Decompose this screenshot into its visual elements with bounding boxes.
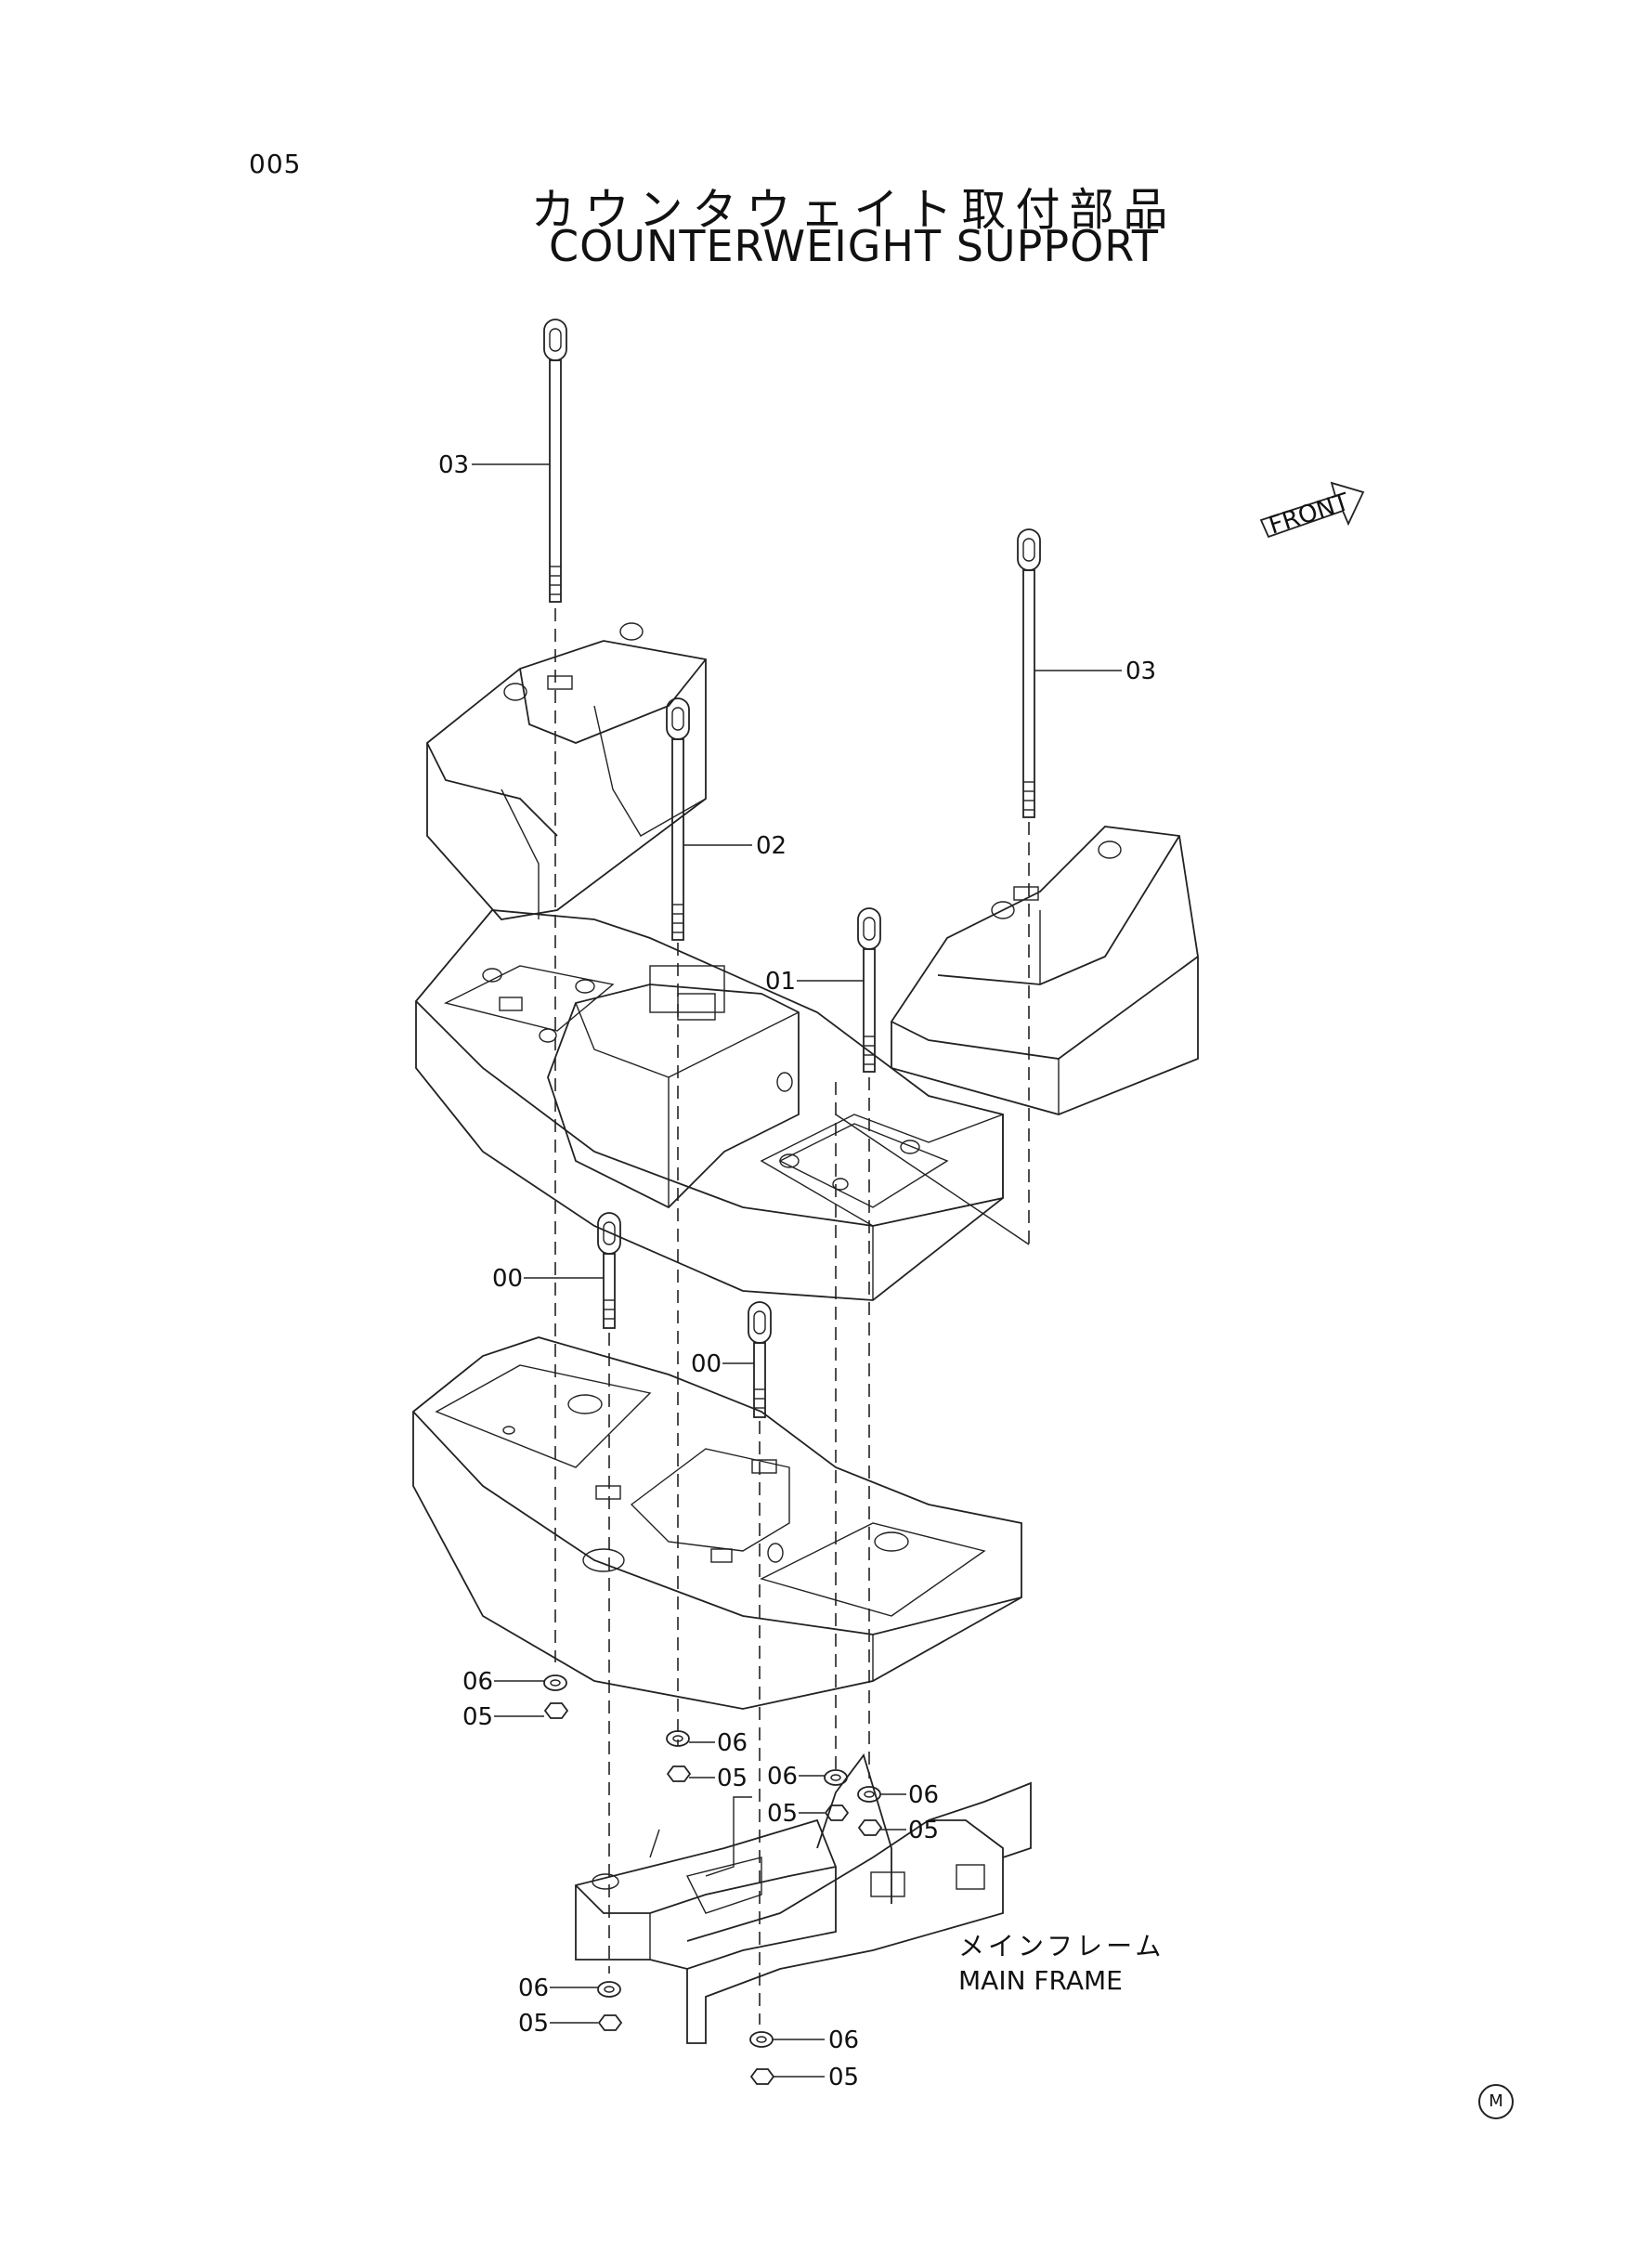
callout-05-e: 05 xyxy=(518,2010,549,2038)
callout-06-d: 06 xyxy=(908,1781,939,1809)
callout-06-a: 06 xyxy=(462,1668,493,1696)
callout-05-f: 05 xyxy=(828,2064,859,2091)
leader-lines xyxy=(472,463,1122,2078)
main-frame xyxy=(575,1753,1032,2044)
corner-mark: M xyxy=(1478,2084,1514,2119)
eye-bolt-00-lower xyxy=(748,1301,772,1418)
front-label: FRONT xyxy=(1266,489,1353,541)
eye-bolt-00-upper xyxy=(597,1212,621,1329)
front-arrow-icon: FRONT xyxy=(1259,481,1365,541)
eye-bolt-01 xyxy=(857,907,881,1073)
counterweight-base xyxy=(412,1336,1022,1710)
callout-00-upper: 00 xyxy=(492,1265,523,1293)
callout-06-b: 06 xyxy=(717,1729,748,1757)
callout-06-e: 06 xyxy=(518,1974,549,2002)
callout-06-f: 06 xyxy=(828,2026,859,2054)
callout-03-left: 03 xyxy=(438,451,469,479)
callout-05-b: 05 xyxy=(717,1765,748,1792)
main-frame-label-en: MAIN FRAME xyxy=(958,1965,1123,1996)
title-japanese: カウンタウェイト取付部品 xyxy=(530,184,1177,236)
eye-bolt-03-left xyxy=(543,319,567,603)
counterweight-upper-right xyxy=(891,826,1199,1115)
assembly-centerlines xyxy=(554,608,1030,2025)
callout-06-c: 06 xyxy=(767,1763,798,1791)
callout-05-a: 05 xyxy=(462,1703,493,1731)
title-english: COUNTERWEIGHT SUPPORT xyxy=(548,221,1159,271)
eye-bolt-02 xyxy=(666,697,690,941)
counterweight-upper-left xyxy=(426,622,707,920)
callout-05-c: 05 xyxy=(767,1800,798,1828)
main-frame-label-jp: メインフレーム xyxy=(958,1931,1164,1961)
page-number: 005 xyxy=(249,149,302,179)
callout-00-lower: 00 xyxy=(691,1350,722,1378)
callout-01: 01 xyxy=(765,968,796,996)
callout-05-d: 05 xyxy=(908,1817,939,1844)
counterweight-middle xyxy=(415,909,1004,1301)
callout-02: 02 xyxy=(756,832,787,860)
callout-03-right: 03 xyxy=(1125,658,1156,685)
eye-bolt-03-right xyxy=(1017,528,1041,818)
